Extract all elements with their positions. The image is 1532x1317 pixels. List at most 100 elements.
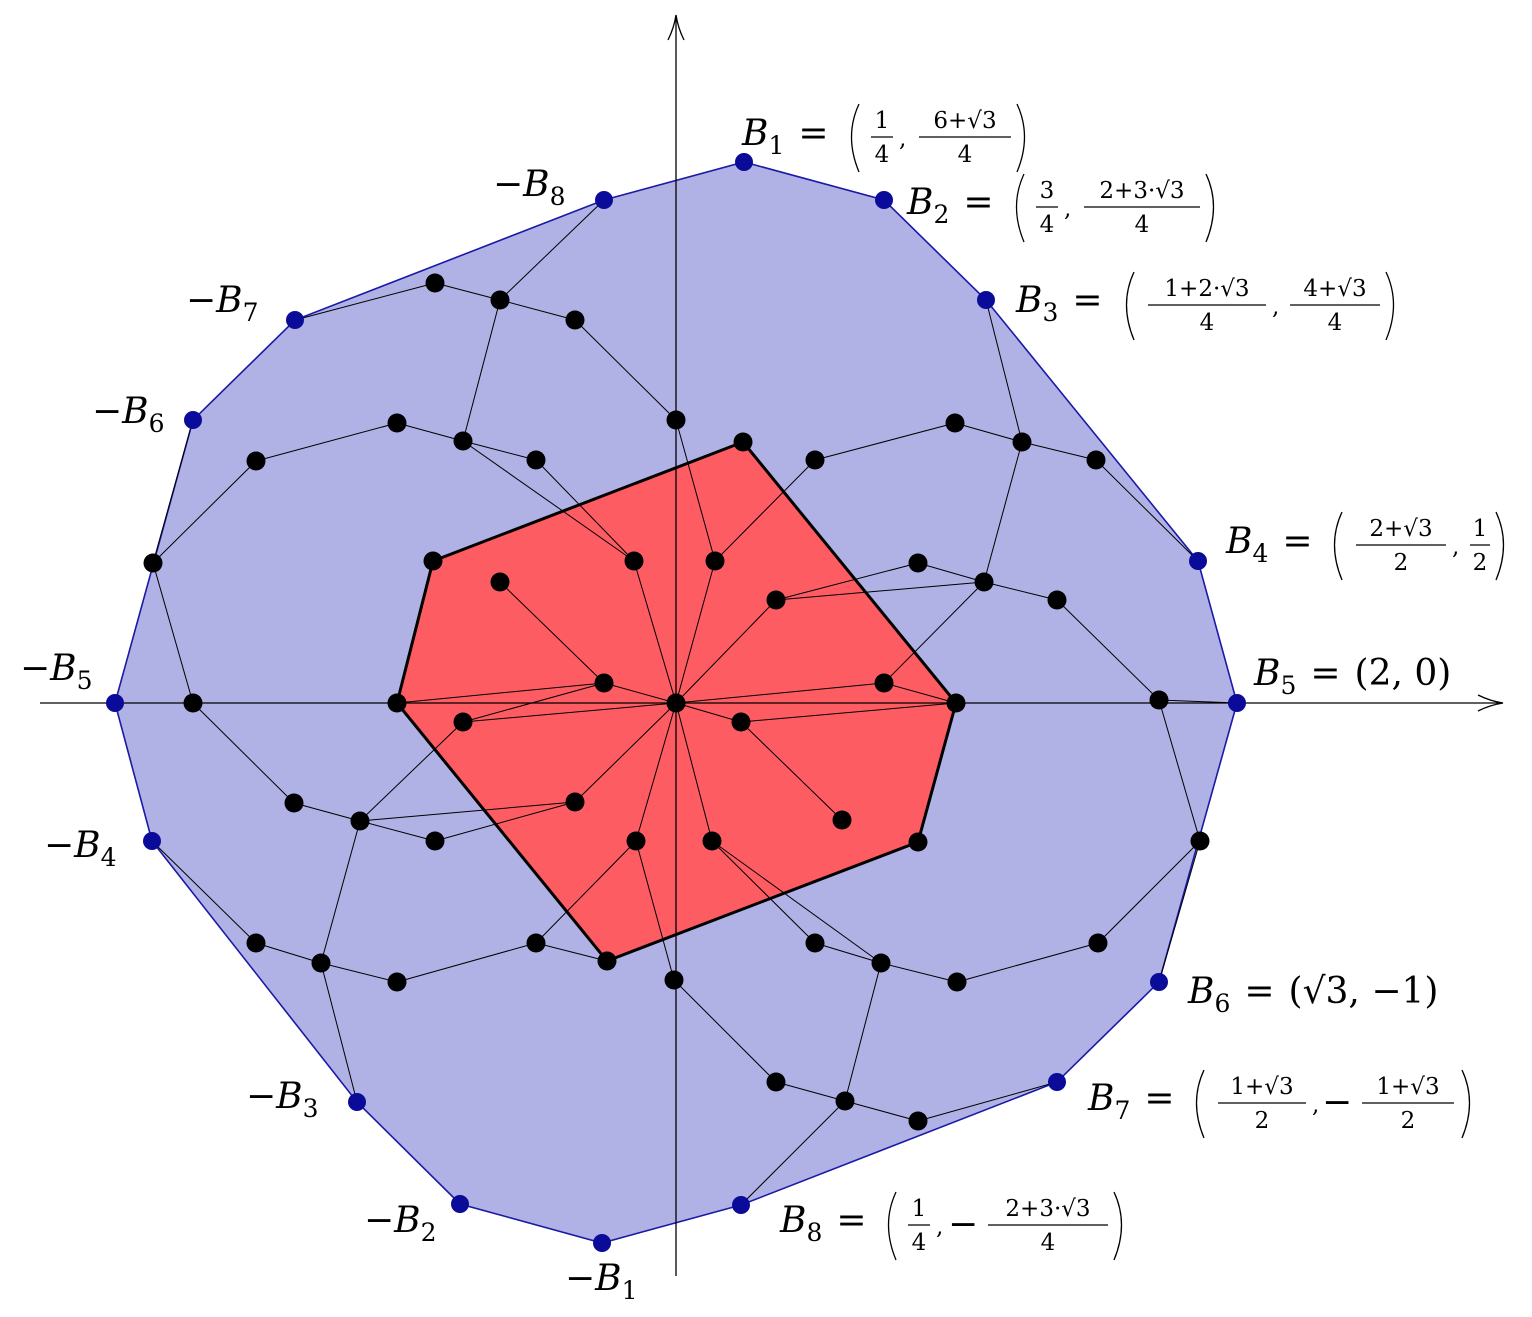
B2-x-denominator: 4 bbox=[1040, 212, 1055, 238]
edge bbox=[535, 840, 637, 944]
edge bbox=[673, 979, 777, 1083]
edge bbox=[434, 801, 576, 842]
edge bbox=[320, 962, 398, 983]
inner-vertex bbox=[626, 831, 646, 851]
inner-vertex bbox=[423, 551, 443, 571]
inner-vertex bbox=[311, 953, 331, 973]
outer-vertex bbox=[451, 1195, 469, 1213]
label-neg-B6: −B6 bbox=[92, 391, 165, 438]
B5-value: (2, 0) bbox=[1355, 653, 1452, 694]
outer-vertex bbox=[348, 1093, 366, 1111]
B1-comma: , bbox=[899, 126, 906, 152]
coord-B4: 2+√3 2 , 1 2 bbox=[1333, 511, 1505, 581]
B3-comma: , bbox=[1272, 294, 1279, 320]
label-B7: B7= bbox=[1087, 1078, 1175, 1125]
edge bbox=[434, 282, 501, 301]
outer-vertex bbox=[593, 1234, 611, 1252]
edge bbox=[714, 459, 816, 562]
edge bbox=[775, 581, 985, 601]
inner-vertex bbox=[947, 972, 967, 992]
edge bbox=[675, 560, 716, 704]
edge bbox=[396, 942, 537, 983]
inner-vertex bbox=[946, 693, 966, 713]
outer-vertex bbox=[732, 1196, 750, 1214]
label-neg-B1: −B1 bbox=[565, 1258, 638, 1305]
y-axis-arrow-icon bbox=[667, 14, 685, 41]
outer-vertex bbox=[977, 291, 995, 309]
edge bbox=[956, 942, 1099, 983]
B8-neg-sign: − bbox=[948, 1204, 978, 1245]
inner-vertex bbox=[835, 1091, 855, 1111]
edge bbox=[462, 702, 677, 723]
B7-neg-sign: − bbox=[1322, 1082, 1352, 1123]
edge bbox=[633, 560, 677, 704]
inner-vertex bbox=[526, 450, 546, 470]
coord-B3: 1+2·√3 4 , 4+√3 4 bbox=[1125, 271, 1395, 341]
edge bbox=[294, 282, 436, 321]
label-B2: B2= bbox=[906, 182, 994, 229]
inner-vertex bbox=[871, 953, 891, 973]
edge bbox=[359, 820, 436, 842]
inner-vertex bbox=[766, 590, 786, 610]
label-neg-B4: −B4 bbox=[44, 825, 117, 872]
B8-x-numerator: 1 bbox=[912, 1196, 927, 1222]
paren-left-B7 bbox=[1195, 1069, 1205, 1139]
B2-comma: , bbox=[1064, 196, 1071, 222]
outer-vertex bbox=[735, 153, 753, 171]
inner-vertex bbox=[143, 553, 163, 573]
edge bbox=[192, 702, 295, 804]
edge bbox=[499, 581, 605, 684]
edge bbox=[320, 820, 361, 964]
edge bbox=[1097, 840, 1201, 944]
edge bbox=[462, 440, 537, 461]
x-axis-arrow-icon bbox=[1477, 694, 1504, 712]
B4-y-denominator: 2 bbox=[1473, 550, 1488, 576]
edge bbox=[675, 682, 885, 704]
B8-x-denominator: 4 bbox=[912, 1230, 927, 1256]
inner-vertex bbox=[425, 273, 445, 293]
coord-B2: 3 4 , 2+3·√3 4 bbox=[1015, 173, 1215, 243]
inner-vertex bbox=[526, 933, 546, 953]
outer-vertex bbox=[875, 191, 893, 209]
paren-right-B4 bbox=[1495, 511, 1505, 581]
label-B1: B1= bbox=[741, 113, 829, 160]
coord-B8: 1 4 , − 2+3·√3 4 bbox=[887, 1191, 1123, 1261]
B4-x-numerator: 2+√3 bbox=[1369, 516, 1432, 542]
inner-vertex bbox=[284, 793, 304, 813]
paren-right-B8 bbox=[1113, 1191, 1123, 1261]
inner-vertex bbox=[565, 792, 585, 812]
B3-y-denominator: 4 bbox=[1328, 310, 1343, 336]
inner-vertex bbox=[1149, 690, 1169, 710]
edge bbox=[635, 702, 677, 842]
B8-y-numerator: 2+3·√3 bbox=[1005, 1196, 1090, 1222]
inner-vertex bbox=[490, 290, 510, 310]
edge bbox=[880, 962, 958, 983]
B8-y-denominator: 4 bbox=[1041, 1230, 1056, 1256]
inner-vertex bbox=[702, 831, 722, 851]
inner-vertex bbox=[1086, 450, 1106, 470]
edge bbox=[535, 942, 608, 962]
edge bbox=[883, 682, 957, 704]
edge bbox=[711, 840, 816, 944]
B1-y-denominator: 4 bbox=[958, 142, 973, 168]
label-B3: B3= bbox=[1015, 280, 1103, 327]
edge bbox=[985, 299, 1023, 443]
inner-vertex bbox=[1047, 590, 1067, 610]
label-B5: B5=(2, 0) bbox=[1253, 653, 1451, 700]
inner-vertex bbox=[1190, 831, 1210, 851]
label-neg-B3: −B3 bbox=[246, 1076, 319, 1123]
inner-vertex bbox=[597, 951, 617, 971]
inner-vertex bbox=[733, 432, 753, 452]
inner-vertex bbox=[350, 811, 370, 831]
edge bbox=[359, 721, 464, 822]
B1-x-denominator: 4 bbox=[875, 142, 890, 168]
label-neg-B2: −B2 bbox=[364, 1200, 437, 1247]
inner-vertex bbox=[387, 413, 407, 433]
inner-vertex bbox=[453, 712, 473, 732]
edge bbox=[844, 962, 882, 1102]
edge bbox=[499, 299, 576, 321]
coord-B1: 1 4 , 6+√3 4 bbox=[850, 103, 1026, 173]
edge bbox=[917, 1081, 1058, 1122]
inner-vertex bbox=[664, 970, 684, 990]
inner-vertex bbox=[1088, 933, 1108, 953]
